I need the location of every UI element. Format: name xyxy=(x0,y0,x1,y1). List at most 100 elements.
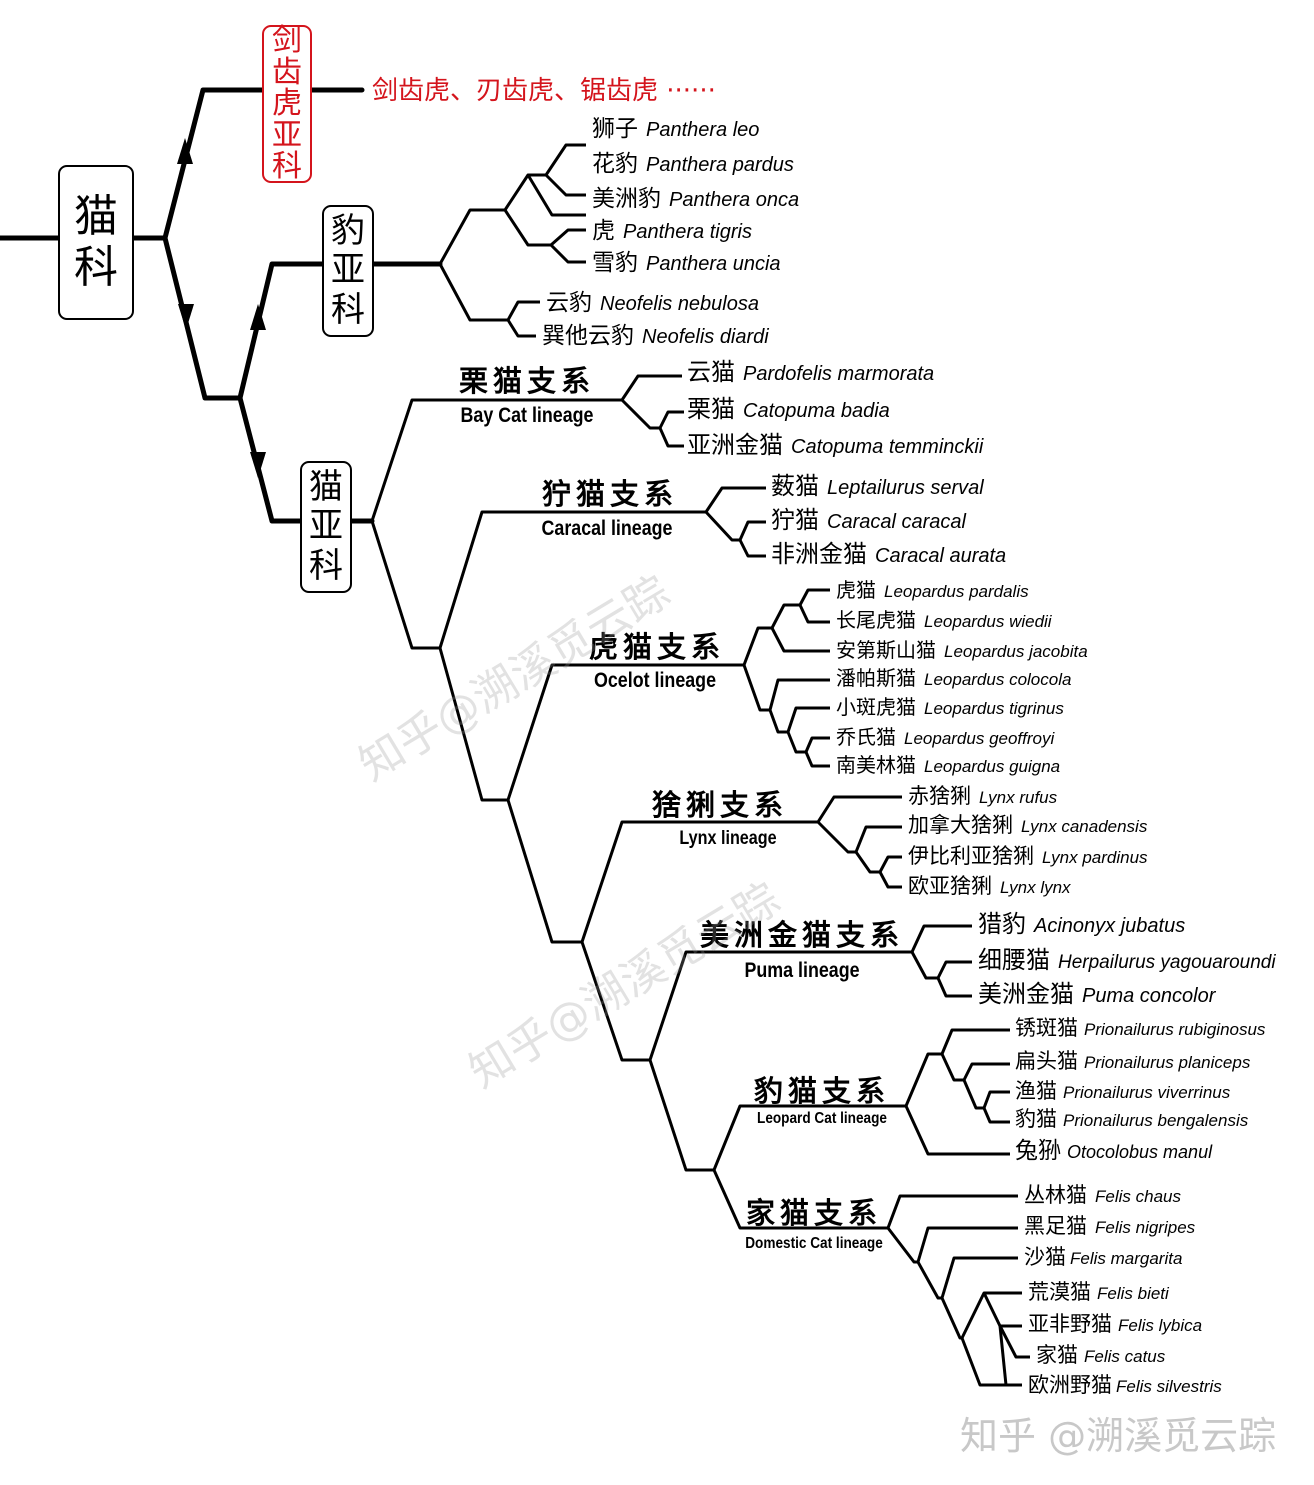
species-scientific-name: Caracal caracal xyxy=(827,511,966,533)
felidae-char: 科 xyxy=(74,241,118,293)
species-scientific-name: Leopardus pardalis xyxy=(884,582,1029,601)
species-scientific-name: Leopardus tigrinus xyxy=(924,699,1064,718)
species-common-name: 栗猫 xyxy=(687,395,735,423)
species-common-name: 云猫 xyxy=(687,358,735,386)
species-common-name: 雪豹 xyxy=(592,250,638,276)
species-scientific-name: Felis lybica xyxy=(1118,1316,1203,1335)
species-common-name: 加拿大猞猁 xyxy=(908,813,1013,837)
species-scientific-name: Panthera leo xyxy=(646,119,760,141)
lineage-title-zh: 狞猫支系 xyxy=(541,477,679,511)
felinae-char: 猫 xyxy=(309,467,343,508)
species-label: 乔氏猫 Leopardus geoffroyi xyxy=(836,727,1054,747)
species-scientific-name: Leopardus colocola xyxy=(924,670,1072,689)
felidae-char: 猫 xyxy=(74,190,118,242)
species-label: 兔狲 Otocolobus manul xyxy=(1015,1140,1212,1163)
species-common-name: 狮子 xyxy=(592,116,638,142)
species-common-name: 小斑虎猫 xyxy=(836,695,916,719)
species-label: 雪豹 Panthera uncia xyxy=(592,252,781,275)
species-common-name: 猎豹 xyxy=(978,910,1026,938)
species-scientific-name: Pardofelis marmorata xyxy=(743,363,935,385)
machairodontinae-label-box: 剑 齿 虎 亚 科 xyxy=(262,25,312,183)
species-common-name: 美洲豹 xyxy=(592,186,661,212)
machairodontinae-char: 剑 xyxy=(272,23,302,59)
lineage-title-zh: 豹猫支系 xyxy=(753,1074,891,1108)
species-scientific-name: Felis bieti xyxy=(1097,1284,1169,1303)
species-common-name: 长尾虎猫 xyxy=(836,608,916,632)
species-common-name: 丛林猫 xyxy=(1024,1183,1087,1207)
lineage-title-en: Leopard Cat lineage xyxy=(757,1110,887,1127)
species-common-name: 亚洲金猫 xyxy=(687,431,783,459)
species-scientific-name: Felis chaus xyxy=(1095,1187,1181,1206)
arrow-up-pantherinae xyxy=(250,304,266,330)
species-scientific-name: Panthera uncia xyxy=(646,253,781,275)
species-label: 潘帕斯猫 Leopardus colocola xyxy=(836,668,1071,688)
machairodontinae-char: 科 xyxy=(272,149,302,185)
arrow-down-lower xyxy=(178,304,194,330)
species-scientific-name: Caracal aurata xyxy=(875,545,1007,567)
lineage-title-zh: 猞猁支系 xyxy=(651,788,789,822)
species-label: 长尾虎猫 Leopardus wiedii xyxy=(836,610,1052,630)
species-scientific-name: Leopardus guigna xyxy=(924,757,1061,776)
arrow-up-machairodontinae xyxy=(177,138,193,164)
pantherinae-char: 亚 xyxy=(331,250,365,291)
species-common-name: 云豹 xyxy=(546,290,592,316)
species-label: 云猫 Pardofelis marmorata xyxy=(687,360,934,384)
species-common-name: 兔狲 xyxy=(1015,1138,1061,1164)
species-common-name: 扁头猫 xyxy=(1015,1049,1078,1073)
species-scientific-name: Leopardus jacobita xyxy=(944,642,1088,661)
species-scientific-name: Leopardus geoffroyi xyxy=(904,729,1055,748)
species-common-name: 家猫 xyxy=(1036,1343,1078,1367)
species-label: 家猫 Felis catus xyxy=(1036,1345,1165,1366)
species-common-name: 黑足猫 xyxy=(1024,1214,1087,1238)
species-scientific-name: Felis margarita xyxy=(1070,1249,1183,1268)
machairodontinae-char: 齿 xyxy=(272,54,302,90)
species-label: 狮子 Panthera leo xyxy=(592,118,759,141)
watermark-corner: 知乎 @溯溪觅云踪 xyxy=(960,1414,1277,1458)
species-scientific-name: Lynx pardinus xyxy=(1042,848,1148,867)
species-common-name: 亚非野猫 xyxy=(1028,1312,1112,1336)
species-label: 扁头猫 Prionailurus planiceps xyxy=(1015,1051,1250,1072)
lineage-title-zh: 家猫支系 xyxy=(745,1196,883,1230)
species-scientific-name: Panthera onca xyxy=(669,189,800,211)
lineage-title-en: Caracal lineage xyxy=(541,517,673,540)
species-common-name: 潘帕斯猫 xyxy=(836,666,916,690)
species-scientific-name: Leopardus wiedii xyxy=(924,612,1052,631)
arrow-down-felinae xyxy=(250,452,266,478)
felinae-label-box: 猫 亚 科 xyxy=(300,461,352,593)
machairodontinae-char: 虎 xyxy=(272,86,302,122)
species-scientific-name: Prionailurus planiceps xyxy=(1084,1053,1251,1072)
branch-to-pantherinae xyxy=(237,261,443,401)
species-common-name: 乔氏猫 xyxy=(836,725,896,749)
species-scientific-name: Catopuma temminckii xyxy=(791,436,984,458)
species-common-name: 虎 xyxy=(592,218,615,244)
species-common-name: 非洲金猫 xyxy=(771,540,867,568)
species-scientific-name: Otocolobus manul xyxy=(1067,1142,1213,1162)
species-scientific-name: Puma concolor xyxy=(1082,985,1216,1007)
species-label: 丛林猫 Felis chaus xyxy=(1024,1185,1181,1206)
species-common-name: 豹猫 xyxy=(1015,1107,1057,1131)
species-scientific-name: Lynx lynx xyxy=(1000,878,1071,897)
species-scientific-name: Catopuma badia xyxy=(743,400,890,422)
lineage-title-zh: 栗猫支系 xyxy=(458,364,596,398)
species-scientific-name: Felis catus xyxy=(1084,1347,1166,1366)
